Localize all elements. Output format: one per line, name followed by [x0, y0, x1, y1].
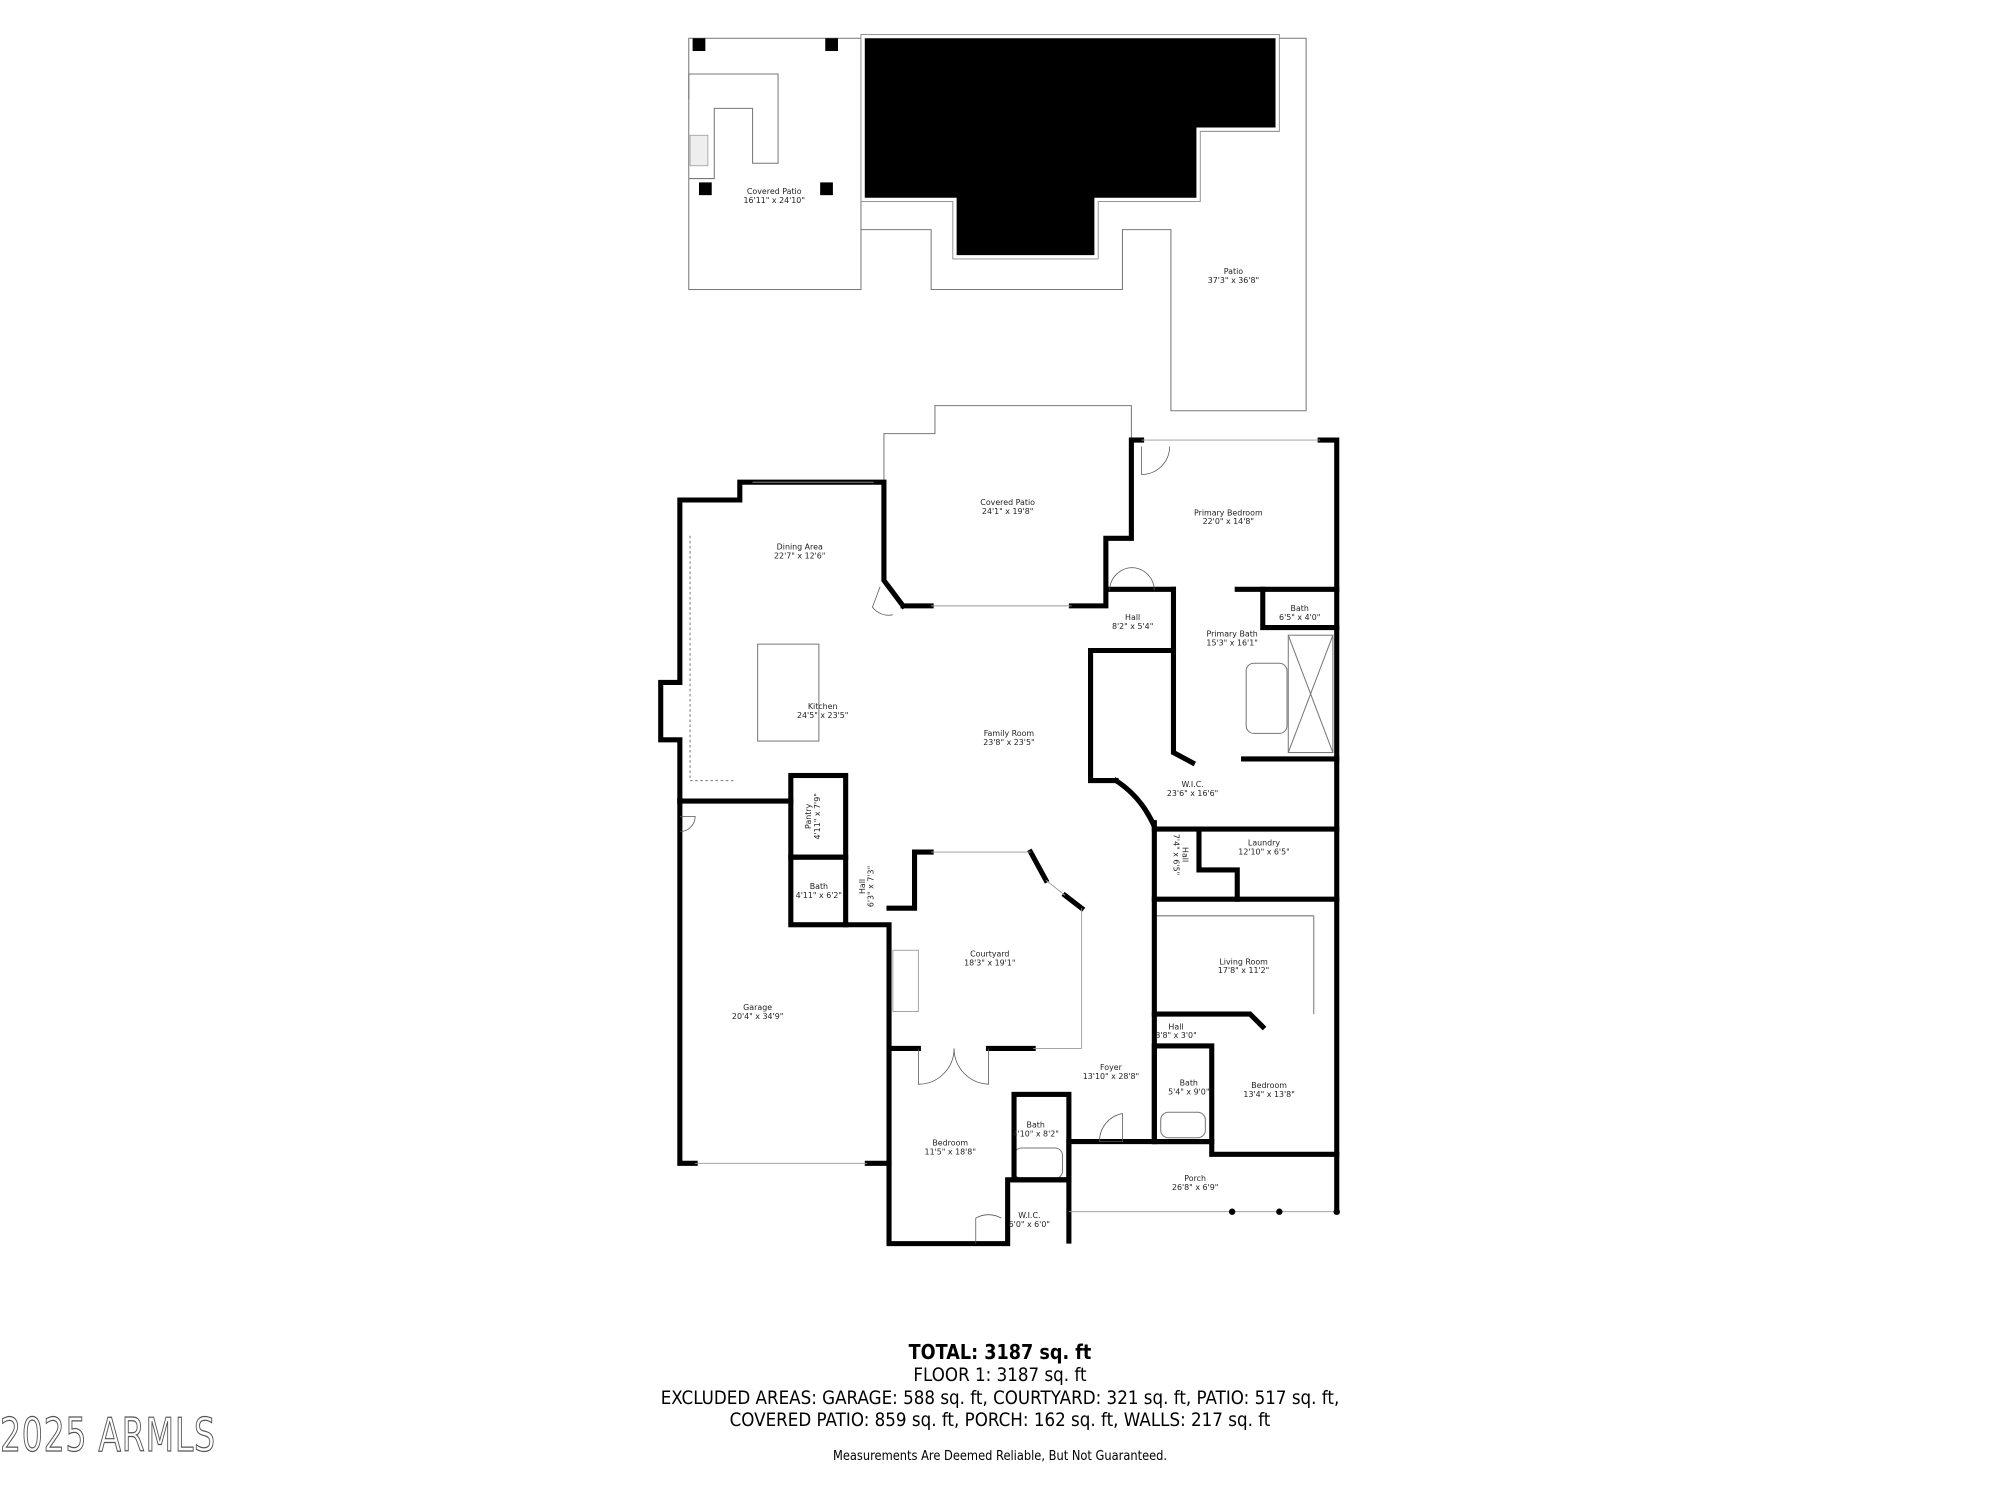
room-name-family-room: Family Room	[984, 729, 1035, 738]
post	[698, 182, 712, 196]
room-name-bath: Bath	[1180, 1078, 1198, 1087]
room-name-wic: W.I.C.	[1018, 1211, 1040, 1220]
room-name-wic: W.I.C.	[1181, 780, 1203, 789]
pool	[864, 38, 1276, 256]
doors	[679, 446, 1171, 1244]
watermark: 2025 ARMLS	[0, 1407, 216, 1462]
kitchen-counter	[689, 535, 734, 782]
room-name-dining-area: Dining Area	[777, 543, 823, 552]
room-name-covered-patio-main: Covered Patio	[980, 498, 1035, 507]
walls	[658, 437, 1340, 1247]
room-dims-bath: 5'4" x 9'0"	[1168, 1087, 1209, 1096]
room-name-hall: Hall	[1125, 613, 1140, 622]
room-dims-bedroom: 11'5" x 18'8"	[925, 1147, 976, 1156]
room-dims-courtyard: 18'3" x 19'1"	[964, 959, 1015, 968]
room-dims-bath: 4'11" x 6'2"	[796, 891, 842, 900]
disclaimer: Measurements Are Deemed Reliable, But No…	[832, 1449, 1168, 1464]
room-name-primary-bath: Primary Bath	[1206, 629, 1257, 638]
windows	[695, 439, 1340, 1215]
floor-1-area: FLOOR 1: 3187 sq. ft	[913, 1364, 1087, 1386]
upper-outdoor-area	[688, 33, 1307, 412]
shower-outline	[1287, 634, 1334, 754]
room-name-hall: Hall	[1180, 847, 1189, 862]
room-dims-living-room: 17'8" x 11'2"	[1218, 966, 1269, 975]
room-name-porch: Porch	[1184, 1174, 1206, 1183]
room-dims-dining-area: 22'7" x 12'6"	[774, 552, 825, 561]
room-name-covered-patio: Covered Patio	[747, 187, 802, 196]
room-dims-family-room: 23'8" x 23'5"	[983, 738, 1034, 747]
room-dims-pantry: 4'11" x 7'9"	[813, 793, 822, 839]
room-name-kitchen: Kitchen	[808, 702, 838, 711]
room-name-foyer: Foyer	[1100, 1063, 1123, 1072]
room-dims-hall: 3'8" x 3'0"	[1155, 1031, 1196, 1040]
room-name-hall: Hall	[858, 879, 867, 894]
room-dims-covered-patio: 16'11" x 24'10"	[744, 196, 805, 205]
room-name-bath: Bath	[810, 882, 828, 891]
room-dims-kitchen: 24'5" x 23'5"	[797, 711, 848, 720]
room-dims-wic: 6'0" x 6'0"	[1009, 1220, 1050, 1229]
room-name-bath: Bath	[1027, 1121, 1045, 1130]
shower	[1287, 635, 1334, 753]
room-name-hall: Hall	[1168, 1022, 1183, 1031]
room-dims-hall: 6'3" x 7'3"	[867, 866, 876, 907]
covered-patio-outline	[883, 405, 1132, 483]
bathtub	[1013, 1147, 1064, 1180]
bathtub	[1160, 1111, 1206, 1139]
room-dims-primary-bath: 15'3" x 16'1"	[1206, 638, 1257, 647]
patio-outline	[860, 37, 1307, 412]
post	[820, 182, 833, 196]
room-name-garage: Garage	[743, 1003, 772, 1012]
house-outlines	[689, 405, 1334, 1180]
room-dims-patio: 37'3" x 36'8"	[1208, 276, 1259, 285]
room-dims-bath: 6'5" x 4'0"	[1279, 613, 1320, 622]
excluded-areas-line-2: COVERED PATIO: 859 sq. ft, PORCH: 162 sq…	[729, 1409, 1271, 1431]
room-dims-bedroom: 13'4" x 13'8"	[1243, 1090, 1294, 1099]
room-name-living-room: Living Room	[1219, 957, 1268, 966]
room-name-bedroom: Bedroom	[932, 1138, 968, 1147]
room-dims-covered-patio-main: 24'1" x 19'8"	[982, 507, 1033, 516]
room-dims-wic: 23'6" x 16'6"	[1167, 789, 1218, 798]
room-name-laundry: Laundry	[1248, 839, 1280, 848]
kitchen-island	[757, 643, 820, 742]
room-name-patio: Patio	[1224, 267, 1244, 276]
room-dims-bath: 4'10" x 8'2"	[1013, 1129, 1059, 1138]
fireplace	[892, 949, 919, 1012]
room-dims-garage: 20'4" x 34'9"	[732, 1012, 783, 1021]
room-dims-laundry: 12'10" x 6'5"	[1238, 848, 1289, 857]
post	[692, 38, 706, 52]
room-name-pantry: Pantry	[804, 803, 813, 829]
room-dims-porch: 26'8" x 6'9"	[1172, 1183, 1218, 1192]
total-area: TOTAL: 3187 sq. ft	[908, 1340, 1092, 1364]
room-name-bath: Bath	[1291, 604, 1309, 613]
room-dims-hall: 8'2" x 5'4"	[1112, 622, 1153, 631]
room-dims-foyer: 13'10" x 28'8"	[1083, 1072, 1139, 1081]
room-name-bedroom: Bedroom	[1251, 1081, 1287, 1090]
room-dims-primary-bedroom: 22'0" x 14'8"	[1203, 517, 1254, 526]
room-labels: Covered Patio 16'11" x 24'10" Patio 37'3…	[732, 187, 1320, 1229]
outdoor-kitchen-counter	[688, 73, 779, 180]
bathtub	[1245, 662, 1288, 734]
room-dims-hall: 7'4" x 6'5"	[1171, 834, 1180, 875]
excluded-areas-line-1: EXCLUDED AREAS: GARAGE: 588 sq. ft, COUR…	[660, 1387, 1340, 1409]
post	[825, 38, 839, 52]
grill-icon	[689, 134, 709, 167]
room-name-primary-bedroom: Primary Bedroom	[1194, 508, 1263, 517]
room-name-courtyard: Courtyard	[970, 950, 1009, 959]
